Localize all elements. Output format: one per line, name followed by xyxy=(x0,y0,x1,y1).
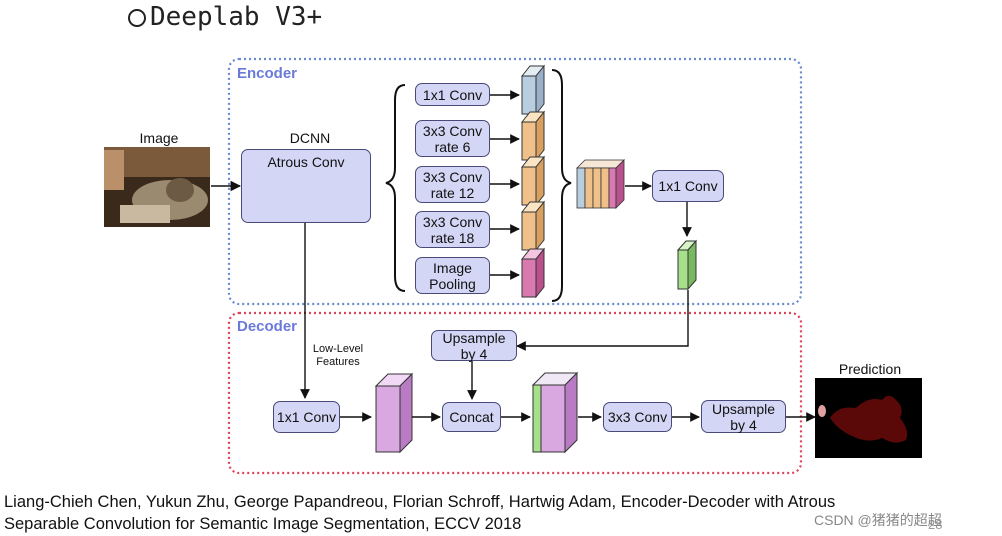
low-level-line2: Features xyxy=(316,356,360,368)
prediction-mask-image xyxy=(815,378,922,458)
slide-title: Deeplab V3+ xyxy=(128,2,322,32)
concat-label: Concat xyxy=(449,409,494,425)
decoder-upsample1-box: Upsample by 4 xyxy=(431,329,517,362)
upsample2-line2: by 4 xyxy=(730,416,757,433)
aspp-pooling-line1: Image xyxy=(433,259,472,276)
decoder-region xyxy=(227,311,803,475)
aspp-image-pooling-box: Image Pooling xyxy=(415,257,490,294)
atrous-conv-block: Atrous Conv xyxy=(241,149,371,223)
combined-feature-tensor xyxy=(531,371,579,454)
decoder-upsample2-box: Upsample by 4 xyxy=(701,400,786,433)
aspp-arrows xyxy=(490,90,520,280)
encoder-output-tensor xyxy=(676,239,698,291)
aspp-pooling-line2: Pooling xyxy=(429,275,476,292)
bullet-circle-icon xyxy=(128,8,146,27)
aspp-conv1x1-label: 1x1 Conv xyxy=(422,86,483,103)
low-level-features-label: Low-Level Features xyxy=(308,343,368,369)
aspp-rate18-line2: rate 18 xyxy=(430,229,475,246)
aspp-rate6-line1: 3x3 Conv xyxy=(422,122,483,139)
encoder-conv1x1-box: 1x1 Conv xyxy=(652,170,724,202)
upsample1-line1: Upsample xyxy=(442,329,506,346)
decoder-conv3x3-box: 3x3 Conv xyxy=(603,402,672,432)
citation: Liang-Chieh Chen, Yukun Zhu, George Papa… xyxy=(4,491,994,535)
image-label: Image xyxy=(139,130,179,146)
upsample1-line2: by 4 xyxy=(460,345,488,362)
decoder-label: Decoder xyxy=(237,318,298,335)
aspp-feature-tensors xyxy=(520,64,546,299)
encoder-label: Encoder xyxy=(237,65,298,82)
brace-right-icon xyxy=(551,69,572,302)
aspp-rate18-line1: 3x3 Conv xyxy=(422,213,483,230)
watermark: CSDN @猪猪的超超 xyxy=(814,512,942,528)
brace-left-icon xyxy=(385,84,406,292)
encoder-conv1x1-label: 1x1 Conv xyxy=(658,178,718,194)
aspp-rate6-box: 3x3 Conv rate 6 xyxy=(415,120,490,157)
aspp-rate12-box: 3x3 Conv rate 12 xyxy=(415,166,490,203)
aspp-conv1x1-box: 1x1 Conv xyxy=(415,83,490,106)
decoder-concat-box: Concat xyxy=(442,402,501,432)
upsample2-line1: Upsample xyxy=(711,400,776,417)
aspp-rate18-box: 3x3 Conv rate 18 xyxy=(415,211,490,248)
decoder-conv1x1-label: 1x1 Conv xyxy=(276,409,337,425)
dcnn-label: DCNN xyxy=(289,130,331,146)
lowlevel-feature-tensor xyxy=(374,372,414,454)
encoder-region xyxy=(227,57,803,306)
input-image xyxy=(104,147,210,227)
aspp-rate12-line1: 3x3 Conv xyxy=(422,168,483,185)
aspp-rate12-line2: rate 12 xyxy=(430,184,475,201)
prediction-label: Prediction xyxy=(838,361,902,377)
decoder-conv1x1-box: 1x1 Conv xyxy=(273,401,340,433)
page-number: 28 xyxy=(928,517,943,532)
aspp-rate6-line2: rate 6 xyxy=(434,138,471,155)
concat-feature-stack xyxy=(576,159,625,209)
low-level-line1: Low-Level xyxy=(312,343,364,355)
conv3x3-label: 3x3 Conv xyxy=(607,409,668,425)
citation-line1: Liang-Chieh Chen, Yukun Zhu, George Papa… xyxy=(4,493,836,511)
citation-line2: Separable Convolution for Semantic Image… xyxy=(4,515,522,533)
arrow-encoder-to-upsample xyxy=(516,290,689,351)
atrous-conv-label: Atrous Conv xyxy=(267,154,345,170)
slide-title-text: Deeplab V3+ xyxy=(150,2,323,32)
